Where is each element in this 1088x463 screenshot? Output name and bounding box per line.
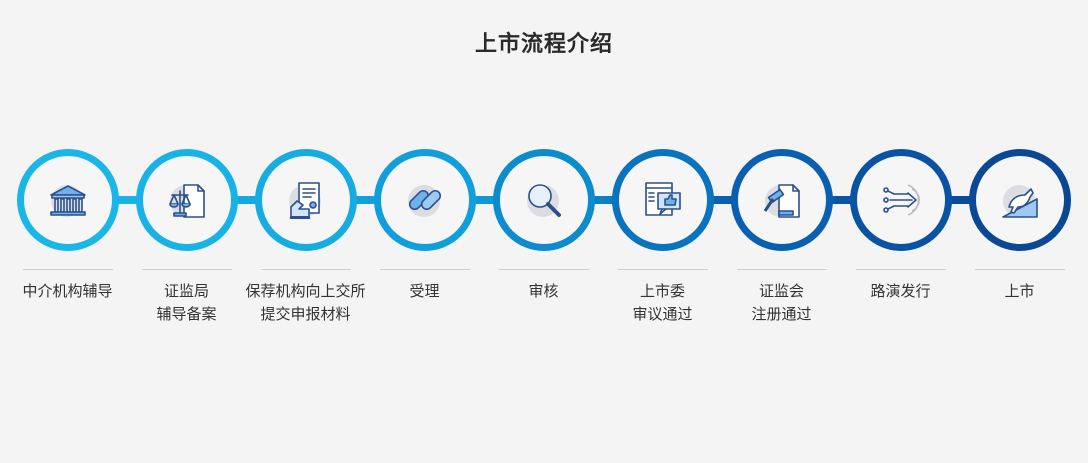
- scales-document-icon: [169, 184, 205, 218]
- divider: [261, 269, 351, 270]
- step-circle: [850, 149, 952, 251]
- step-label-line: 上市: [1004, 282, 1035, 300]
- divider: [499, 269, 589, 270]
- thumbs-up-chat-icon: [645, 182, 681, 216]
- step-label: 证监局辅导备案: [117, 280, 256, 326]
- divider: [737, 269, 827, 270]
- step-label-line: 审议通过: [632, 305, 693, 323]
- divider: [23, 269, 113, 270]
- step-circle: [136, 149, 238, 251]
- page-title: 上市流程介绍: [474, 32, 613, 57]
- gavel-document-icon: [763, 184, 800, 218]
- divider: [380, 269, 470, 270]
- process-step: 受理: [365, 0, 484, 463]
- step-label-line: 上市委: [639, 282, 685, 300]
- step-label: 证监会注册通过: [712, 280, 851, 326]
- hand-document-icon: [289, 182, 321, 219]
- step-label-line: 审核: [528, 282, 559, 300]
- step-label: 上市委审议通过: [593, 280, 732, 326]
- process-step: 中介机构辅导: [8, 0, 127, 463]
- process-step: 证监会注册通过: [722, 0, 841, 463]
- step-label: 路演发行: [831, 280, 970, 303]
- step-label-line: 证监会: [758, 282, 804, 300]
- step-label-line: 证监局: [163, 282, 209, 300]
- process-steps: 中介机构辅导证监局辅导备案保荐机构向上交所提交申报材料受理审核上市委审议通过证监…: [8, 0, 1079, 463]
- process-step: 审核: [484, 0, 603, 463]
- step-label: 中介机构辅导: [0, 280, 137, 303]
- step-circle: [731, 149, 833, 251]
- divider: [618, 269, 708, 270]
- step-label-line: 辅导备案: [156, 305, 217, 323]
- step-label: 保荐机构向上交所提交申报材料: [236, 280, 375, 326]
- step-label-line: 保荐机构向上交所: [245, 282, 366, 300]
- process-step: 保荐机构向上交所提交申报材料: [245, 0, 366, 463]
- step-circle: [612, 149, 714, 251]
- divider: [856, 269, 946, 270]
- step-circle: [255, 149, 357, 251]
- circuit-arrow-icon: [883, 184, 920, 216]
- step-circle: [17, 149, 119, 251]
- step-label-line: 路演发行: [870, 282, 931, 300]
- step-label: 审核: [474, 280, 613, 303]
- divider: [142, 269, 232, 270]
- chain-link-icon: [408, 185, 442, 217]
- step-label-line: 中介机构辅导: [22, 282, 113, 300]
- bank-building-icon: [50, 185, 86, 217]
- process-step: 上市委审议通过: [603, 0, 722, 463]
- magnifier-icon: [527, 184, 561, 217]
- step-label-line: 注册通过: [751, 305, 812, 323]
- step-circle: [374, 149, 476, 251]
- process-step: 路演发行: [841, 0, 960, 463]
- step-label: 受理: [355, 280, 494, 303]
- divider: [975, 269, 1065, 270]
- step-circle: [493, 149, 595, 251]
- step-label-line: 受理: [409, 282, 440, 300]
- step-label-line: 提交申报材料: [260, 305, 351, 323]
- bull-icon: [1002, 185, 1038, 218]
- process-step: 证监局辅导备案: [127, 0, 246, 463]
- step-circle: [969, 149, 1071, 251]
- step-label: 上市: [950, 280, 1088, 303]
- process-step: 上市: [960, 0, 1079, 463]
